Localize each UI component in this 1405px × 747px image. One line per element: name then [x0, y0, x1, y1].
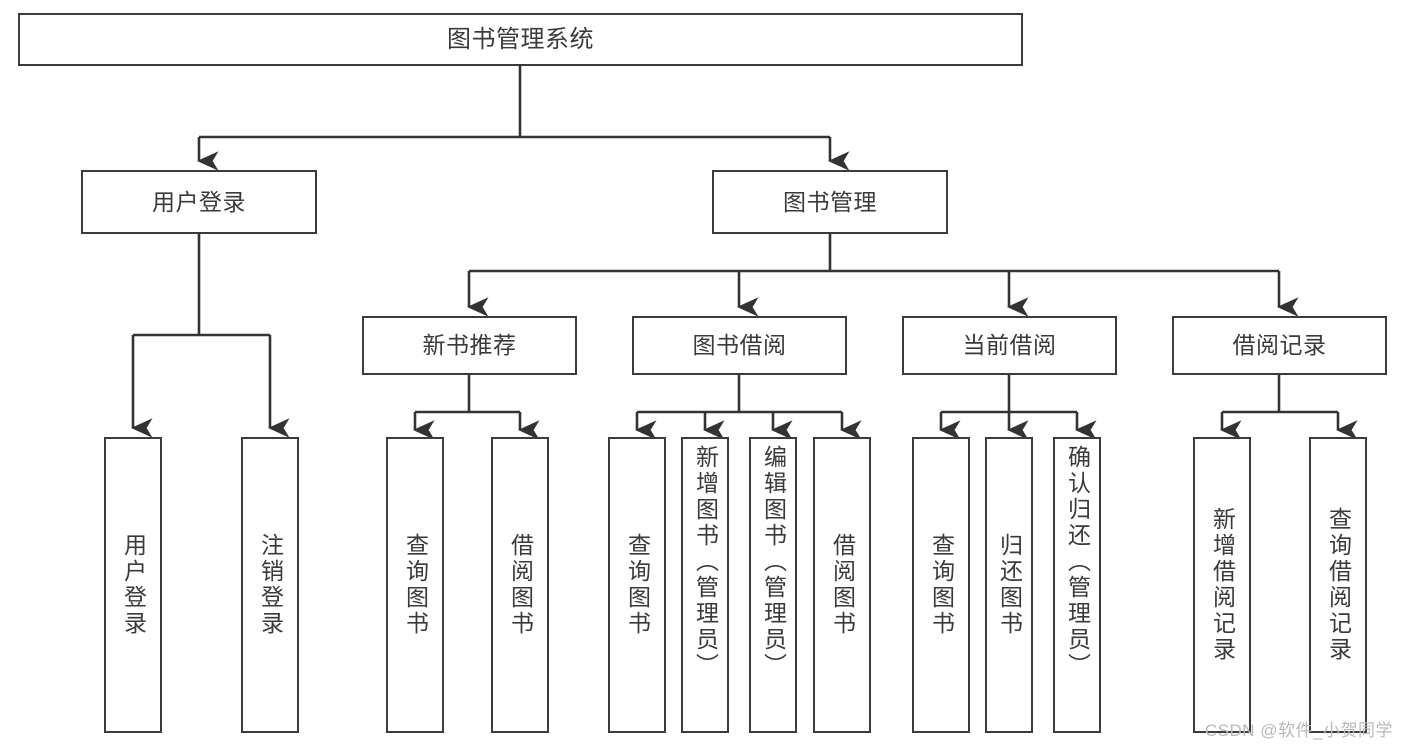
node-leaf-borrow-book-1-label: 借阅图书: [507, 533, 534, 637]
node-book-manage-label: 图书管理: [783, 188, 877, 215]
node-new-book-recommend[interactable]: 新书推荐: [362, 316, 577, 375]
node-book-borrow-label: 图书借阅: [692, 332, 787, 359]
node-leaf-add-record-label: 新增借阅记录: [1209, 507, 1236, 663]
node-current-borrow-label: 当前借阅: [962, 332, 1057, 359]
node-leaf-add-book[interactable]: 新增图书（管理员）: [681, 437, 729, 733]
node-leaf-query-book-1-label: 查询图书: [402, 533, 429, 637]
node-leaf-logout-login-label: 注销登录: [257, 533, 284, 637]
node-borrow-record-label: 借阅记录: [1232, 332, 1327, 359]
node-leaf-query-book-2[interactable]: 查询图书: [608, 437, 666, 733]
node-borrow-record[interactable]: 借阅记录: [1172, 316, 1387, 375]
node-leaf-logout-login[interactable]: 注销登录: [241, 437, 299, 733]
node-book-borrow[interactable]: 图书借阅: [632, 316, 847, 375]
node-leaf-add-book-label: 新增图书（管理员）: [692, 445, 719, 679]
node-leaf-query-book-3-label: 查询图书: [928, 533, 955, 637]
node-user-login[interactable]: 用户登录: [81, 170, 317, 234]
node-leaf-confirm-return-label: 确认归还（管理员）: [1064, 445, 1091, 679]
node-leaf-return-book[interactable]: 归还图书: [985, 437, 1033, 733]
node-leaf-query-book-3[interactable]: 查询图书: [912, 437, 970, 733]
node-leaf-borrow-book-2-label: 借阅图书: [829, 533, 856, 637]
node-leaf-return-book-label: 归还图书: [996, 533, 1023, 637]
node-leaf-query-record[interactable]: 查询借阅记录: [1309, 437, 1367, 733]
node-leaf-query-record-label: 查询借阅记录: [1325, 507, 1352, 663]
node-user-login-label: 用户登录: [152, 188, 246, 215]
node-leaf-edit-book-label: 编辑图书（管理员）: [760, 445, 787, 679]
node-root-label: 图书管理系统: [447, 25, 594, 53]
node-leaf-borrow-book-2[interactable]: 借阅图书: [813, 437, 871, 733]
node-new-book-recommend-label: 新书推荐: [422, 332, 517, 359]
node-leaf-confirm-return[interactable]: 确认归还（管理员）: [1053, 437, 1101, 733]
node-leaf-borrow-book-1[interactable]: 借阅图书: [491, 437, 549, 733]
node-leaf-edit-book[interactable]: 编辑图书（管理员）: [749, 437, 797, 733]
node-leaf-user-login[interactable]: 用户登录: [104, 437, 162, 733]
node-leaf-add-record[interactable]: 新增借阅记录: [1193, 437, 1251, 733]
node-leaf-user-login-label: 用户登录: [120, 533, 147, 637]
node-root[interactable]: 图书管理系统: [18, 13, 1023, 66]
node-leaf-query-book-1[interactable]: 查询图书: [386, 437, 444, 733]
node-book-manage[interactable]: 图书管理: [712, 170, 948, 234]
node-leaf-query-book-2-label: 查询图书: [624, 533, 651, 637]
csdn-watermark: CSDN @软件_小贺同学: [1204, 721, 1393, 740]
node-current-borrow[interactable]: 当前借阅: [902, 316, 1117, 375]
